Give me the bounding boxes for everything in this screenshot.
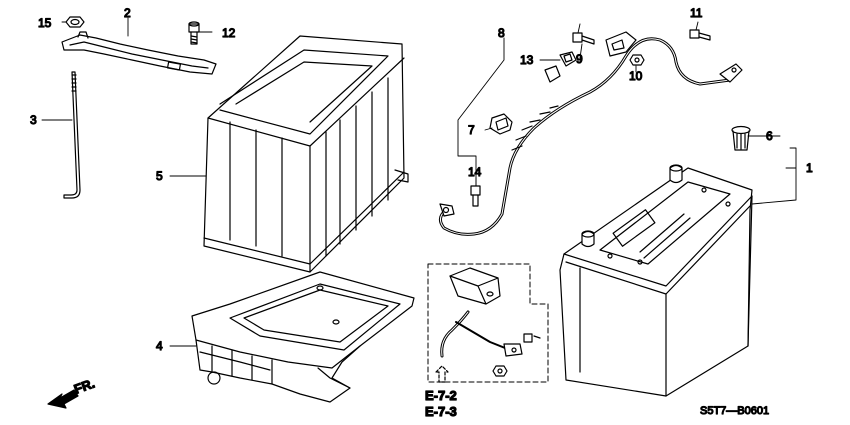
callout-10: 10 [629,69,643,83]
leader-lines [41,17,797,347]
callout-5: 5 [156,169,163,183]
diagram-code: S5T7—B0601 [700,405,769,417]
cable-harness-part-8 [439,31,743,236]
bolt-part-11 [689,29,711,41]
hold-down-rod-part-3 [63,71,81,199]
nut-part-15 [65,16,85,28]
callout-12: 12 [222,26,236,40]
bolt-part-9 [572,32,595,45]
battery-box-part-5 [203,35,409,273]
bolt-part-14 [470,185,481,207]
front-label: FR. [72,376,97,397]
ref-e-7-3: E-7-3 [425,404,457,419]
callout-4: 4 [156,339,163,353]
battery-part-1 [559,164,753,397]
ref-e-7-2: E-7-2 [425,388,457,403]
callout-9: 9 [576,52,583,66]
callout-2: 2 [124,6,131,20]
vent-cap-part-6 [731,125,751,151]
callout-15: 15 [38,16,52,30]
bolt-part-12 [188,21,200,45]
battery-tray-part-4 [191,271,415,403]
callout-6: 6 [766,129,773,143]
callout-11: 11 [690,6,703,20]
callout-14: 14 [468,165,482,179]
callout-8: 8 [498,26,505,40]
callout-3: 3 [30,113,37,127]
callout-7: 7 [468,123,475,137]
callout-1: 1 [806,161,813,175]
inset-reference-group [427,263,549,383]
front-arrow-icon [47,389,79,409]
callout-13: 13 [520,53,534,67]
clip-part-13 [559,51,577,67]
hold-down-bracket-part-2 [61,31,217,75]
nut-part-10 [629,54,645,66]
